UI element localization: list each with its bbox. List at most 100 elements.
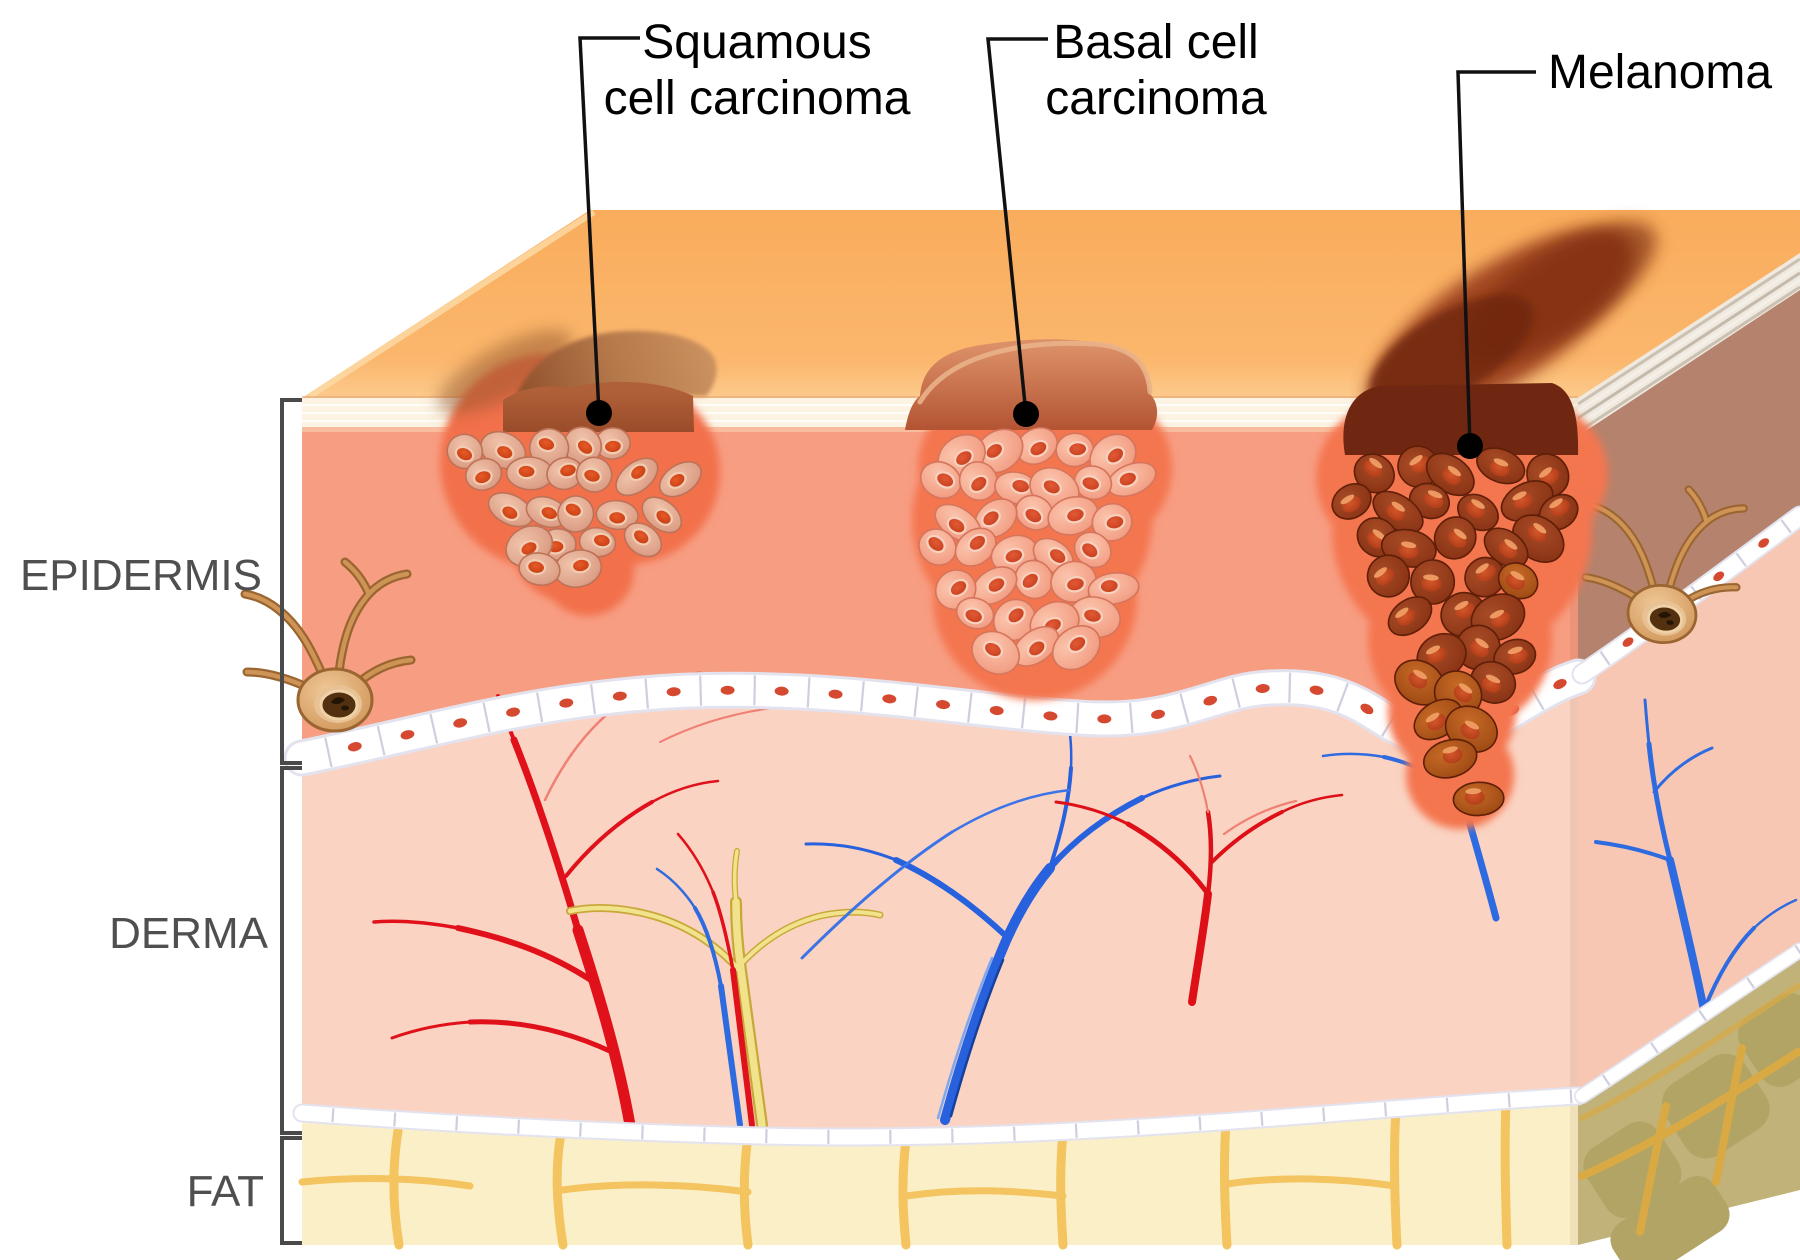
membrane-cell-gap	[517, 1119, 521, 1134]
membrane-cell-nucleus	[989, 705, 1004, 716]
membrane-cell-nucleus	[1758, 538, 1770, 548]
membrane-cell-gap	[1569, 1089, 1573, 1104]
membrane-cell-nucleus	[506, 707, 520, 717]
membrane-cell-nucleus	[1553, 679, 1567, 690]
layer-brackets	[280, 398, 302, 1245]
tumor-cell	[578, 526, 617, 558]
basal-leader-line	[986, 37, 1048, 415]
tumor-cell	[1073, 531, 1112, 569]
basal-label-line2: carcinoma	[1045, 72, 1267, 125]
membrane-cell-nucleus	[347, 742, 362, 752]
membrane-cell-nucleus	[1097, 714, 1112, 724]
squamous-leader-line	[578, 36, 640, 414]
membrane-cell-gap	[1794, 945, 1800, 955]
membrane-cell-gap	[1698, 1009, 1707, 1022]
squamous-label-line1: Squamous	[642, 16, 871, 69]
tumor-cell	[1331, 482, 1372, 520]
basal-pointer-dot	[1013, 401, 1039, 427]
tumor-cell	[1353, 453, 1395, 494]
top-face-edge-highlight	[308, 209, 596, 399]
membrane-cell-nucleus	[1622, 637, 1634, 647]
membrane-cell-gap	[1136, 1120, 1140, 1135]
membrane-cell-gap	[860, 681, 865, 712]
membrane-cell-gap	[482, 702, 491, 733]
tumor-cap-highlight	[917, 340, 1153, 405]
stratum-corneum-side-stripes	[1577, 257, 1800, 434]
tumor-cell	[1106, 461, 1157, 498]
membrane-cell-gap	[913, 686, 919, 717]
derma-fat-membrane	[292, 1086, 1588, 1147]
tumor-cell	[974, 498, 1018, 539]
tumor-cell	[1055, 432, 1095, 468]
tumor-cell	[595, 499, 639, 531]
membrane-cell-gap	[536, 692, 544, 723]
membrane-cell-nucleus	[1151, 709, 1165, 719]
epidermis-label: EPIDERMIS	[20, 551, 262, 600]
tumor-cell	[954, 527, 997, 567]
membrane-cell-nucleus	[612, 691, 627, 701]
derma-side	[1578, 516, 1800, 1096]
membrane-cell-gap	[753, 675, 757, 706]
tumor-cell	[641, 496, 683, 534]
membrane-cell-gap	[331, 1108, 335, 1123]
tumor-cell	[464, 457, 503, 491]
membrane-cell-nucleus	[882, 694, 897, 704]
membrane-cell-gap	[324, 737, 333, 768]
artery-left	[372, 671, 791, 1131]
membrane-cell-nucleus	[1360, 703, 1374, 715]
squamous-pointer-dot	[586, 400, 612, 426]
membrane-cell-gap	[1260, 1111, 1264, 1127]
melanoma-tumor	[1316, 221, 1657, 829]
tumor-cell	[487, 492, 534, 528]
tumor-cell	[918, 528, 957, 567]
tumor-cell	[1015, 494, 1054, 531]
membrane-cell-gap	[1128, 702, 1134, 734]
tumor-cell	[1091, 502, 1133, 542]
tumor-cell	[546, 456, 584, 491]
membrane-cell-gap	[393, 1112, 397, 1127]
membrane-cell-gap	[1074, 1123, 1078, 1138]
membrane-cell-gap	[1507, 1093, 1511, 1108]
derma-label: DERMA	[109, 909, 269, 958]
tumor-cell	[971, 630, 1020, 675]
membrane-cell-gap	[579, 1122, 582, 1137]
tumor-cell	[1087, 572, 1140, 605]
membrane-cell-gap	[1075, 702, 1080, 734]
tumor-cell	[1425, 452, 1475, 497]
vein-center	[800, 704, 1222, 1125]
membrane-cell-nucleus	[666, 687, 681, 697]
surface-smear	[1366, 221, 1657, 423]
melanoma-pointer-dot	[1457, 433, 1483, 459]
tumor-cell	[1394, 659, 1445, 706]
tumor-cell	[1422, 738, 1478, 779]
tumor-cell	[575, 456, 613, 493]
membrane-cell-gap	[1288, 672, 1292, 703]
tumor-cell	[594, 427, 631, 460]
membrane-cell-gap	[429, 713, 439, 744]
membrane-cell-gap	[806, 677, 811, 708]
membrane-cell-gap	[1650, 1042, 1659, 1054]
membrane-cell-gap	[1012, 1126, 1016, 1141]
nerve-bundle	[566, 832, 884, 1131]
fat-label: FAT	[187, 1167, 264, 1216]
front-right-edge-shade	[1570, 398, 1578, 1245]
membrane-cell-nucleus	[559, 698, 574, 708]
tumor-cell	[971, 566, 1018, 606]
fat-lobule-seams	[298, 1095, 1512, 1250]
membrane-cell-nucleus	[720, 685, 735, 695]
tumor-cell	[557, 495, 595, 533]
membrane-cell-nucleus	[400, 730, 415, 740]
membrane-cell-gap	[1735, 552, 1747, 567]
tumor-cell	[919, 461, 962, 500]
membrane-band	[1575, 943, 1800, 1103]
tumor-cell	[615, 457, 659, 497]
membrane-cell-nucleus	[453, 718, 468, 728]
artery-right	[1054, 754, 1344, 1006]
membrane-cell-nucleus	[1255, 683, 1270, 694]
derma-bracket	[280, 766, 302, 1135]
tumor-cell	[505, 456, 554, 491]
membrane-cell-nucleus	[1713, 571, 1725, 582]
tumor-cell	[623, 522, 663, 558]
